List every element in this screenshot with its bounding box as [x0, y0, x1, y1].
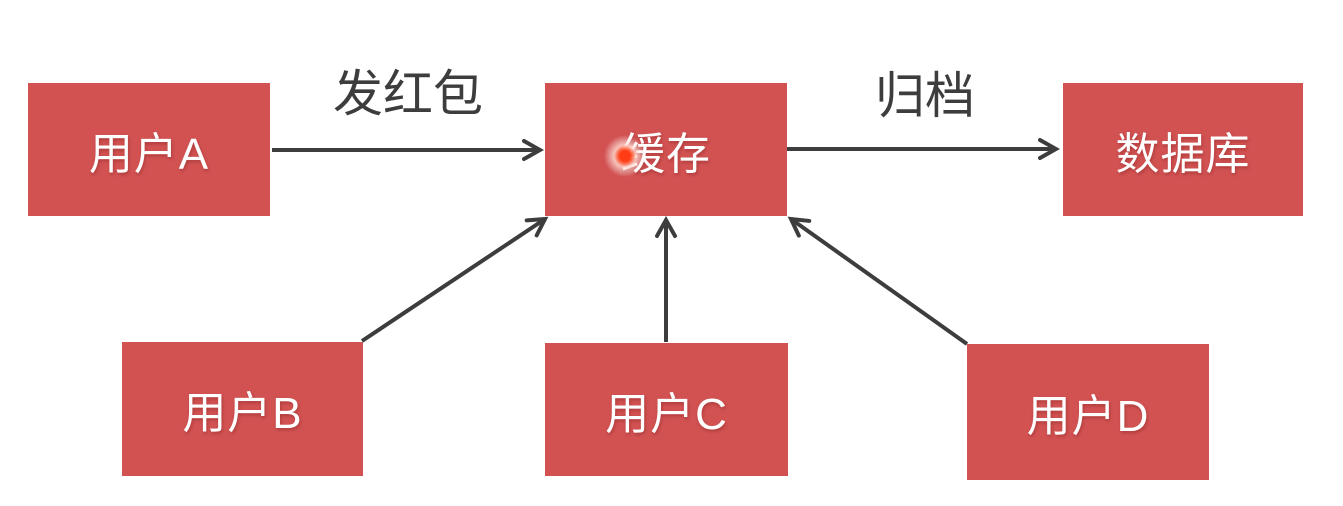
node-user-b: 用户B	[122, 342, 363, 476]
edge-label-archive: 归档	[875, 68, 975, 124]
node-user-c: 用户C	[545, 343, 788, 476]
arrow-user-b-to-cache	[360, 219, 545, 343]
node-cache: 缓存	[545, 83, 787, 216]
node-user-d: 用户D	[967, 344, 1209, 480]
arrow-user-d-to-cache	[791, 219, 969, 346]
edge-label-send-red-packet: 发红包	[333, 66, 483, 122]
node-user-a: 用户A	[28, 83, 270, 216]
node-database: 数据库	[1063, 83, 1303, 216]
